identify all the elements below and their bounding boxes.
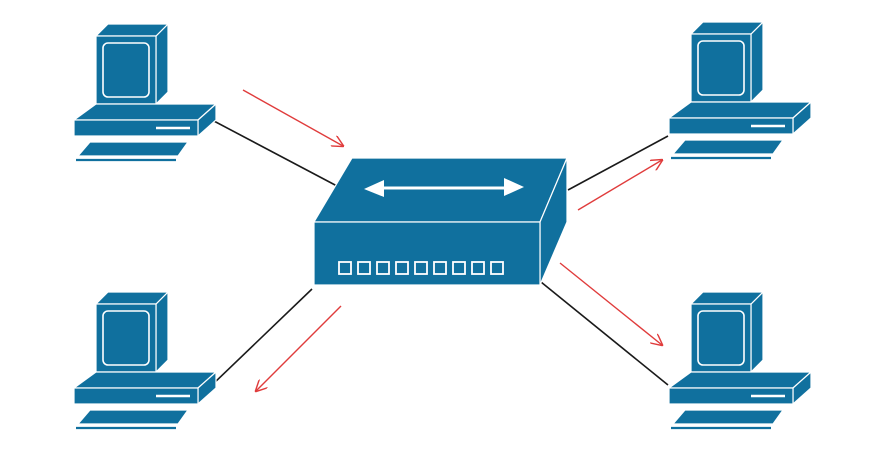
hub-port bbox=[414, 261, 428, 275]
bidirectional-arrow-icon bbox=[364, 178, 524, 197]
computer-top-right bbox=[667, 20, 813, 160]
desktop-computer-icon bbox=[72, 22, 218, 162]
traffic-arrows bbox=[242, 89, 662, 391]
link-bottom-right bbox=[540, 281, 669, 386]
desktop-computer-icon bbox=[667, 290, 813, 430]
hub-ports bbox=[338, 261, 504, 275]
link-top-right bbox=[567, 135, 669, 191]
desktop-computer-icon bbox=[72, 290, 218, 430]
computer-top-left bbox=[72, 22, 218, 162]
arrow-hub-to-top-right bbox=[577, 160, 662, 211]
hub-port bbox=[338, 261, 352, 275]
desktop-computer-icon bbox=[667, 20, 813, 160]
hub-port bbox=[357, 261, 371, 275]
hub-port bbox=[433, 261, 447, 275]
link-bottom-left bbox=[211, 288, 313, 386]
arrow-hub-to-bottom-left bbox=[256, 305, 342, 391]
arrow-hub-to-bottom-right bbox=[559, 262, 662, 345]
computer-bottom-left bbox=[72, 290, 218, 430]
hub-port bbox=[395, 261, 409, 275]
hub-port bbox=[490, 261, 504, 275]
hub-port bbox=[376, 261, 390, 275]
hub-port bbox=[471, 261, 485, 275]
arrow-computer-to-hub bbox=[242, 89, 343, 146]
link-top-left bbox=[211, 119, 338, 187]
computer-bottom-right bbox=[667, 290, 813, 430]
hub-port bbox=[452, 261, 466, 275]
network-hub-icon bbox=[312, 157, 568, 286]
links bbox=[211, 119, 669, 386]
